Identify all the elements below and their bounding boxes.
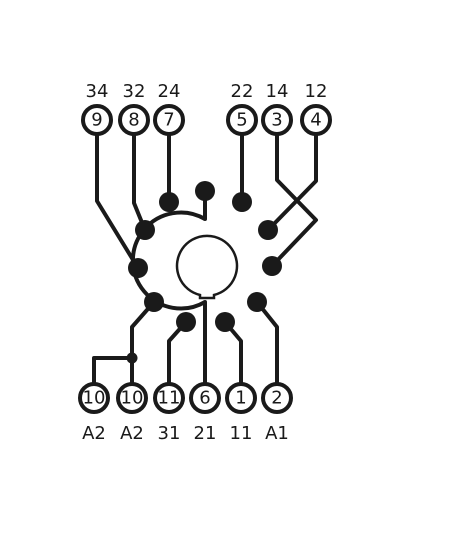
terminal-8: 8 32 bbox=[118, 81, 150, 136]
terminal-number: 5 bbox=[236, 110, 247, 131]
terminal-number: 7 bbox=[163, 110, 174, 131]
pin-top bbox=[195, 181, 215, 201]
junction-dot bbox=[126, 352, 138, 364]
wire-10 bbox=[130, 300, 156, 385]
wire-2 bbox=[255, 300, 279, 385]
terminal-label: 11 bbox=[230, 423, 253, 444]
terminal-label: 32 bbox=[123, 81, 146, 102]
terminal-label: 34 bbox=[86, 81, 109, 102]
terminal-3: 3 14 bbox=[261, 81, 293, 136]
terminal-ring bbox=[189, 382, 221, 414]
wire-8 bbox=[132, 132, 147, 232]
terminal-ring bbox=[153, 104, 185, 136]
terminal-number: 10 bbox=[121, 388, 144, 409]
terminal-number: 1 bbox=[235, 388, 246, 409]
terminal-label: A2 bbox=[82, 423, 106, 444]
wire-4 bbox=[266, 132, 318, 232]
top-terminal-row: 9 34 8 32 7 24 5 22 3 14 4 12 bbox=[81, 81, 332, 136]
terminal-ring bbox=[81, 104, 113, 136]
terminal-label: 21 bbox=[194, 423, 217, 444]
terminal-ring bbox=[261, 382, 293, 414]
terminal-ring bbox=[226, 104, 258, 136]
wire-3 bbox=[270, 132, 318, 268]
terminal-label: 31 bbox=[158, 423, 181, 444]
terminal-number: 6 bbox=[199, 388, 210, 409]
terminal-label: A1 bbox=[265, 423, 289, 444]
terminal-10-a: 10 A2 bbox=[78, 382, 110, 444]
terminal-number: 10 bbox=[83, 388, 106, 409]
wire-9 bbox=[95, 132, 140, 270]
terminal-number: 2 bbox=[271, 388, 282, 409]
terminal-4: 4 12 bbox=[300, 81, 332, 136]
terminal-6: 6 21 bbox=[189, 382, 221, 444]
terminal-number: 8 bbox=[128, 110, 139, 131]
terminal-7: 7 24 bbox=[153, 81, 185, 136]
terminal-label: 14 bbox=[266, 81, 289, 102]
terminal-2: 2 A1 bbox=[261, 382, 293, 444]
terminal-ring bbox=[261, 104, 293, 136]
socket-body bbox=[130, 191, 239, 311]
pin-11 bbox=[176, 312, 196, 332]
terminal-ring bbox=[300, 104, 332, 136]
terminal-label: 22 bbox=[231, 81, 254, 102]
terminal-1: 1 11 bbox=[225, 382, 257, 444]
terminal-ring bbox=[225, 382, 257, 414]
terminal-number: 9 bbox=[91, 110, 102, 131]
terminal-number: 4 bbox=[310, 110, 321, 131]
terminal-9: 9 34 bbox=[81, 81, 113, 136]
pin-2 bbox=[247, 292, 267, 312]
terminal-number: 11 bbox=[158, 388, 181, 409]
terminal-ring bbox=[116, 382, 148, 414]
terminal-label: A2 bbox=[120, 423, 144, 444]
terminal-number: 3 bbox=[271, 110, 282, 131]
terminal-label: 24 bbox=[158, 81, 181, 102]
terminal-ring bbox=[118, 104, 150, 136]
pin-3 bbox=[262, 256, 282, 276]
terminal-ring bbox=[78, 382, 110, 414]
pin-9 bbox=[128, 258, 148, 278]
terminal-ring bbox=[153, 382, 185, 414]
pin-4 bbox=[258, 220, 278, 240]
pin-8 bbox=[135, 220, 155, 240]
pin-7 bbox=[159, 192, 179, 212]
pin-5 bbox=[232, 192, 252, 212]
terminal-5: 5 22 bbox=[226, 81, 258, 136]
bottom-terminal-row: 10 A2 10 A2 11 31 6 21 1 11 2 A1 bbox=[78, 382, 293, 444]
wiring bbox=[92, 132, 318, 385]
terminal-10-b: 10 A2 bbox=[116, 382, 148, 444]
pin-1 bbox=[215, 312, 235, 332]
terminal-11: 11 31 bbox=[153, 382, 185, 444]
terminal-label: 12 bbox=[305, 81, 328, 102]
socket-key-circle bbox=[175, 234, 239, 300]
wire-10-link bbox=[92, 356, 134, 385]
socket-pins bbox=[128, 181, 282, 332]
pin-10 bbox=[144, 292, 164, 312]
